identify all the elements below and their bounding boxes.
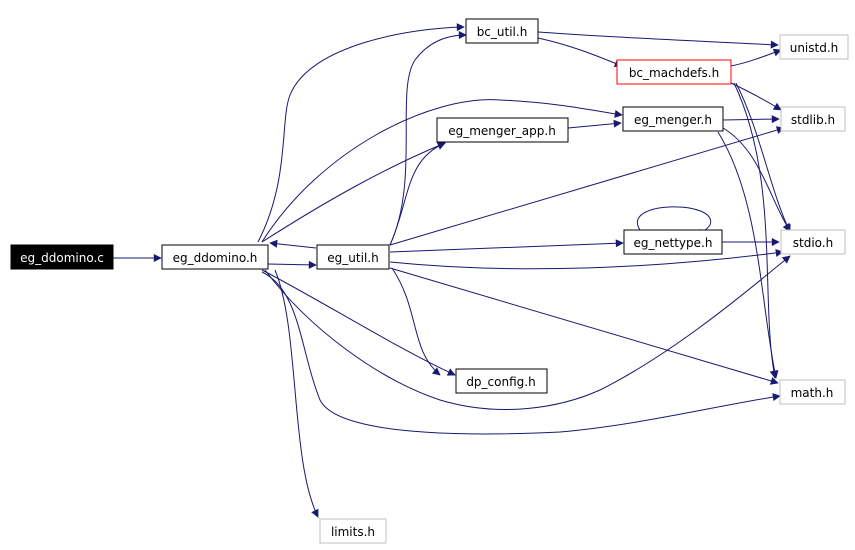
- edge-bc_machdefs_h-stdlib_h: [730, 82, 782, 111]
- node-limits-h[interactable]: limits.h: [319, 518, 387, 544]
- node-label: stdlib.h: [791, 113, 835, 127]
- edge-eg_menger_h-stdio_h: [722, 127, 791, 232]
- node-dp-config-h[interactable]: dp_config.h: [455, 368, 548, 394]
- node-label: math.h: [791, 386, 834, 400]
- nodes: eg_ddomino.c eg_ddomino.h eg_util.h bc_u…: [10, 18, 849, 544]
- edge-eg_util_h-math_h: [389, 267, 779, 385]
- edge-eg_menger_h-math_h: [717, 131, 779, 379]
- node-label: dp_config.h: [466, 375, 535, 389]
- edge-eg_ddomino_h-eg_menger_app_h: [261, 142, 446, 243]
- node-eg-ddomino-h[interactable]: eg_ddomino.h: [161, 244, 269, 270]
- edge-eg_ddomino_h-limits_h: [274, 269, 319, 518]
- edge-eg_menger_app_h-eg_menger_h: [567, 119, 622, 129]
- node-eg-menger-h[interactable]: eg_menger.h: [622, 106, 724, 132]
- node-label: eg_menger_app.h: [448, 124, 556, 138]
- node-eg-ddomino-c[interactable]: eg_ddomino.c: [10, 244, 114, 270]
- node-label: eg_ddomino.h: [173, 251, 258, 265]
- edge-eg_ddomino_h-bc_util_h: [257, 23, 465, 243]
- node-stdlib-h[interactable]: stdlib.h: [780, 106, 846, 132]
- node-label: eg_util.h: [327, 251, 378, 265]
- edge-eg_ddomino_h-math_h: [261, 271, 781, 435]
- node-bc-util-h[interactable]: bc_util.h: [465, 18, 539, 44]
- node-label: limits.h: [331, 525, 375, 539]
- edges: [113, 23, 791, 518]
- edge-eg_ddomino_h-eg_util_h: [267, 260, 317, 269]
- node-stdio-h[interactable]: stdio.h: [780, 229, 846, 255]
- node-label: stdio.h: [793, 236, 833, 250]
- edge-bc_machdefs_h-stdio_h: [735, 82, 791, 233]
- node-label: eg_ddomino.c: [20, 251, 104, 265]
- node-unistd-h[interactable]: unistd.h: [779, 34, 849, 60]
- edge-eg_util_h-eg_nettype_h: [389, 239, 624, 253]
- edge-bc_util_h-unistd_h: [537, 31, 779, 49]
- edge-eg_util_h-eg_ddomino_h: [269, 239, 317, 249]
- edge-eg_util_h-stdio_h: [389, 248, 784, 270]
- edge-eg_util_h-eg_menger_app_h: [389, 142, 446, 246]
- edge-bc_machdefs_h-unistd_h: [730, 48, 782, 67]
- edge-eg_util_h-bc_util_h: [389, 31, 467, 246]
- node-math-h[interactable]: math.h: [779, 379, 846, 405]
- edge-eg_util_h-stdlib_h: [389, 126, 785, 246]
- node-eg-menger-app-h[interactable]: eg_menger_app.h: [436, 117, 569, 143]
- node-label: bc_util.h: [477, 25, 528, 39]
- edge-eg_ddomino_h-dp_config_h: [261, 269, 456, 376]
- edge-eg_ddomino_h-eg_menger_h: [261, 99, 623, 243]
- node-eg-nettype-h[interactable]: eg_nettype.h: [623, 229, 723, 255]
- node-label: eg_nettype.h: [634, 236, 713, 250]
- edge-eg_ddomino_h-stdio_h: [264, 255, 791, 410]
- node-label: unistd.h: [790, 41, 839, 55]
- node-label: eg_menger.h: [634, 113, 712, 127]
- node-label: bc_machdefs.h: [629, 66, 719, 80]
- edge-eg_util_h-dp_config_h: [391, 267, 441, 376]
- node-eg-util-h[interactable]: eg_util.h: [316, 244, 390, 270]
- edge-bc_util_h-bc_machdefs_h: [537, 37, 623, 67]
- node-bc-machdefs-h[interactable]: bc_machdefs.h: [616, 59, 732, 85]
- edge-eg_menger_h-stdlib_h: [722, 115, 780, 124]
